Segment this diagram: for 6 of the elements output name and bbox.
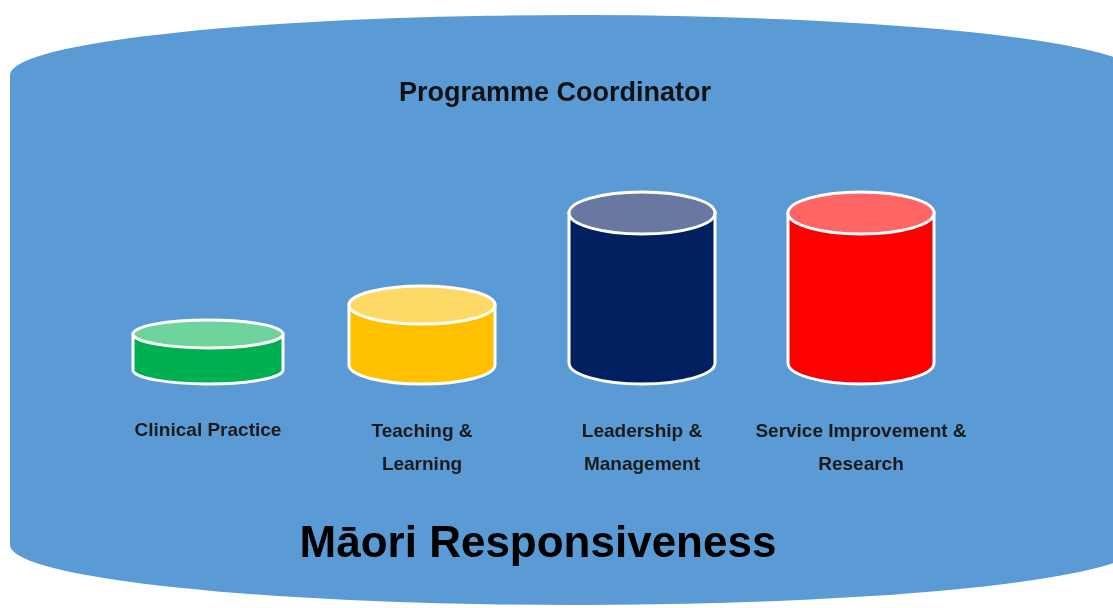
cylinder-title: Programme Coordinator: [397, 76, 712, 109]
cylinder-base-label: Māori Responsiveness: [298, 516, 778, 568]
cylinder-label: Teaching & Learning: [370, 419, 474, 476]
cylinder-label: Service Improvement & Research: [754, 419, 968, 476]
cylinder-label: Clinical Practice: [133, 418, 283, 442]
cylinder-label: Leadership & Management: [580, 419, 704, 476]
